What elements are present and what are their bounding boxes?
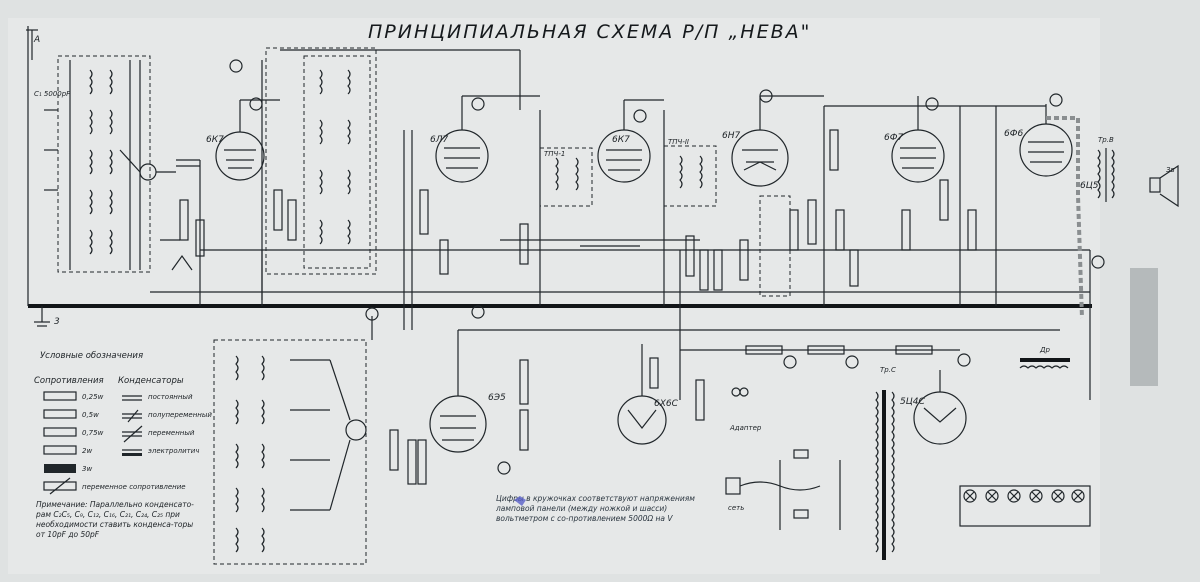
svg-text:0,75w: 0,75w: [82, 429, 104, 437]
note-voltages: Цифры в кружочках соответствуют напряжен…: [496, 494, 696, 542]
svg-text:6К7: 6К7: [612, 135, 630, 145]
svg-text:Зв: Зв: [1166, 166, 1175, 174]
legend-capacitors-heading: Конденсаторы: [118, 376, 184, 386]
svg-text:Тр.С: Тр.С: [880, 366, 896, 374]
svg-text:переменное сопротивление: переменное сопротивление: [82, 483, 186, 491]
schematic-title: ПРИНЦИПИАЛЬНАЯ СХЕМА Р/П „НЕВА": [368, 21, 811, 43]
svg-text:3w: 3w: [82, 465, 92, 473]
svg-text:С₁ 5000pF: С₁ 5000pF: [34, 90, 71, 98]
svg-text:6Ф6: 6Ф6: [1004, 129, 1023, 139]
svg-text:6Ф7: 6Ф7: [884, 133, 903, 143]
svg-text:A: A: [33, 35, 40, 45]
svg-text:2w: 2w: [82, 447, 92, 455]
svg-text:5Ц4С: 5Ц4С: [900, 397, 925, 407]
svg-text:сеть: сеть: [728, 504, 744, 512]
svg-text:3: 3: [54, 317, 60, 327]
tube-9-6ts5: 6Ц5: [1080, 181, 1099, 191]
svg-text:6Э5: 6Э5: [488, 393, 506, 403]
svg-text:Тр.В: Тр.В: [1098, 136, 1114, 144]
svg-text:6Ц5: 6Ц5: [1080, 181, 1099, 191]
svg-text:6Л7: 6Л7: [430, 135, 448, 145]
svg-text:ТПЧ-1: ТПЧ-1: [544, 150, 565, 158]
svg-text:0,5w: 0,5w: [82, 411, 99, 419]
svg-text:6Х6С: 6Х6С: [654, 399, 679, 409]
svg-text:Адаптер: Адаптер: [729, 424, 762, 432]
svg-text:электролитич: электролитич: [148, 447, 199, 455]
note-capacitors: Примечание: Параллельно конденсато-рам С…: [36, 500, 196, 560]
svg-text:полупеременный: полупеременный: [148, 411, 212, 419]
svg-text:Др: Др: [1039, 346, 1050, 354]
svg-text:переменный: переменный: [148, 429, 195, 437]
legend-resistors-heading: Сопротивления: [34, 376, 104, 386]
svg-text:постоянный: постоянный: [148, 393, 193, 401]
svg-text:0,25w: 0,25w: [82, 393, 104, 401]
svg-text:6К7: 6К7: [206, 135, 224, 145]
svg-text:6Н7: 6Н7: [722, 131, 740, 141]
svg-text:ТПЧ-II: ТПЧ-II: [668, 138, 689, 146]
legend-heading: Условные обозначения: [40, 351, 143, 361]
